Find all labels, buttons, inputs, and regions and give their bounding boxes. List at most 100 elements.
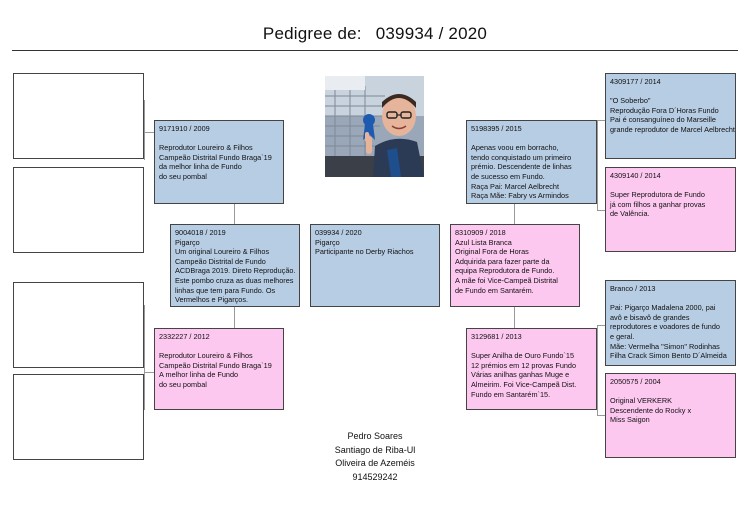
note-line: Raça Mãe: Fabry vs Armindos xyxy=(471,191,569,201)
owner-town: Oliveira de Azeméis xyxy=(335,458,415,468)
note-line xyxy=(159,342,279,352)
note-line: de Fundo em Santarém. xyxy=(455,285,534,295)
note-line: A mãe foi Vice-Campeã Distrital xyxy=(455,275,558,285)
title-number: 039934 / 2020 xyxy=(375,24,488,43)
note-line: da melhor linha de Fundo xyxy=(159,162,242,172)
note-line: Campeão Distrital de Fundo xyxy=(175,256,266,266)
note-line: Adquirida para fazer parte da xyxy=(455,256,550,266)
note-line: Campeão Distrital Fundo Braga`19 xyxy=(159,360,272,370)
note-line: Várias anilhas ganhas Muge e xyxy=(471,370,570,380)
great-granddam-card: 2050575 / 2004 Original VERKERK Descende… xyxy=(605,373,736,458)
connector xyxy=(514,204,515,224)
connector xyxy=(597,210,605,211)
owner-phone: 914529242 xyxy=(352,471,398,482)
granddam-maternal-card: 3129681 / 2013 Super Anilha de Ouro Fund… xyxy=(466,328,597,410)
grandsire-paternal-card: 9171910 / 2009 Reprodutor Loureiro & Fil… xyxy=(154,120,284,204)
sire-card: 9004018 / 2019 Pigarço Um original Loure… xyxy=(170,224,300,307)
note-line: Mãe: Vermelha "Simon" Rodinhas xyxy=(610,341,720,351)
note-line: linhas que tem para Fundo. Os xyxy=(175,285,276,295)
granddam-paternal-card: 2332227 / 2012 Reprodutor Loureiro & Fil… xyxy=(154,328,284,410)
note-line: Azul Lista Branca xyxy=(455,237,512,247)
note-line: Campeão Distrital Fundo Braga`19 xyxy=(159,152,272,162)
note-line: Filha Crack Simon Bento D´Almeida xyxy=(610,351,727,361)
connector xyxy=(597,120,598,210)
note-line: de Valência. xyxy=(610,209,650,219)
note-line xyxy=(159,134,279,144)
note-line: Super Anilha de Ouro Fundo`15 xyxy=(471,351,575,361)
ring-number: 2050575 / 2004 xyxy=(610,377,661,386)
ring-number: 3129681 / 2013 xyxy=(471,332,522,341)
note-line: Apenas voou em borracho, xyxy=(471,143,559,153)
connector xyxy=(144,305,145,410)
owner-address: Santiago de Riba-Ul xyxy=(334,444,416,455)
note-line: e geral. xyxy=(610,331,635,341)
note-line: avô e bisavô de grandes xyxy=(610,312,690,322)
ring-number: 5198395 / 2015 xyxy=(471,124,522,133)
note-line: Este pombo cruza as duas melhores xyxy=(175,275,294,285)
connector xyxy=(144,132,154,133)
empty-ancestor-box xyxy=(13,73,144,159)
note-line: de sucesso em Fundo. xyxy=(471,171,545,181)
connector xyxy=(597,325,605,326)
connector xyxy=(234,307,235,328)
note-line: Original Fora de Horas xyxy=(455,247,529,257)
connector xyxy=(514,307,515,328)
connector xyxy=(234,204,235,224)
note-line: Pai: Pigarço Madalena 2000, pai xyxy=(610,303,716,313)
note-line: Pigarço xyxy=(315,237,340,247)
note-line: Fundo em Santarém`15. xyxy=(471,389,551,399)
note-line: Pai é consanguíneo do Marseille xyxy=(610,115,716,125)
ring-number: 039934 / 2020 xyxy=(315,228,362,237)
note-line: Descendente do Rocky x xyxy=(610,405,692,415)
empty-ancestor-box xyxy=(13,282,144,368)
dam-card: 8310909 / 2018 Azul Lista Branca Origina… xyxy=(450,224,580,307)
note-line: Super Reprodutora de Fundo xyxy=(610,190,705,200)
note-line: equipa Reprodutora de Fundo. xyxy=(455,266,555,276)
connector xyxy=(144,100,145,160)
ring-number: 2332227 / 2012 xyxy=(159,332,210,341)
empty-ancestor-box xyxy=(13,167,144,253)
note-line: do seu pombal xyxy=(159,379,207,389)
ring-number: 9171910 / 2009 xyxy=(159,124,210,133)
note-line: já com filhos a ganhar provas xyxy=(610,199,706,209)
connector xyxy=(597,325,598,415)
empty-ancestor-box xyxy=(13,374,144,460)
ring-number: Branco / 2013 xyxy=(610,284,656,293)
great-grandsire-card: Branco / 2013 Pai: Pigarço Madalena 2000… xyxy=(605,280,736,366)
note-line: Participante no Derby Riachos xyxy=(315,247,414,257)
owner-name: Pedro Soares xyxy=(347,431,403,441)
note-line: ACDBraga 2019. Direto Reprodução. xyxy=(175,266,296,276)
note-line: Reprodutor Loureiro & Filhos xyxy=(159,143,253,153)
note-line xyxy=(610,387,731,397)
note-line: "O Soberbo" xyxy=(610,96,651,106)
note-line: tendo conquistado um primeiro xyxy=(471,152,572,162)
note-line: Miss Saigon xyxy=(610,415,650,425)
ring-number: 9004018 / 2019 xyxy=(175,228,226,237)
note-line: prémio. Descendente de linhas xyxy=(471,162,572,172)
note-line: do seu pombal xyxy=(159,171,207,181)
note-line: Vermelhos e Pigarços. xyxy=(175,295,249,305)
grandsire-maternal-card: 5198395 / 2015 Apenas voou em borracho, … xyxy=(466,120,597,204)
great-grandsire-card: 4309177 / 2014 "O Soberbo" Reprodução Fo… xyxy=(605,73,736,159)
note-line: Raça Pai: Marcel Aelbrecht xyxy=(471,181,560,191)
note-line: reprodutores e voadores de fundo xyxy=(610,322,720,332)
connector xyxy=(597,415,605,416)
ring-number: 8310909 / 2018 xyxy=(455,228,506,237)
note-line: 12 prémios em 12 provas Fundo xyxy=(471,360,577,370)
note-line: Original VERKERK xyxy=(610,396,673,406)
title-label: Pedigree de: xyxy=(262,24,362,43)
note-line: Reprodução Fora D´Horas Fundo xyxy=(610,105,719,115)
note-line xyxy=(610,294,731,304)
ring-number: 4309177 / 2014 xyxy=(610,77,661,86)
note-line xyxy=(610,87,731,97)
connector xyxy=(144,372,154,373)
subject-card: 039934 / 2020 Pigarço Participante no De… xyxy=(310,224,440,307)
note-line: grande reprodutor de Marcel Aelbrecht xyxy=(610,124,735,134)
note-line: Almeirim. Foi Vice-Campeã Dist. xyxy=(471,379,577,389)
owner-info: Pedro Soares Santiago de Riba-Ul Oliveir… xyxy=(0,430,750,484)
note-line xyxy=(610,181,731,191)
page-title: Pedigree de: 039934 / 2020 xyxy=(0,24,750,44)
note-line xyxy=(471,342,592,352)
note-line: Reprodutor Loureiro & Filhos xyxy=(159,351,253,361)
note-line: A melhor linha de Fundo xyxy=(159,370,239,380)
